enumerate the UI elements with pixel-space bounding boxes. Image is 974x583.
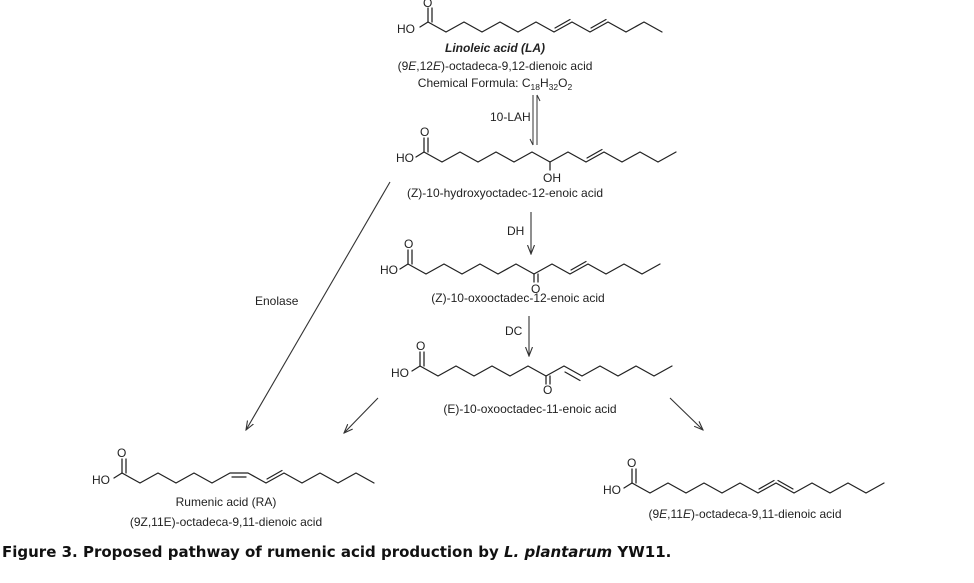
hydroxy-substituent-label: OH <box>543 171 561 185</box>
la-name: Linoleic acid (LA) <box>445 41 545 55</box>
enzyme-label-enolase: Enolase <box>255 294 299 308</box>
la-carbonyl-label: O <box>423 0 432 10</box>
oxo-z-ketone-label: O <box>531 282 540 296</box>
ra-hydroxyl-label: HO <box>92 473 110 487</box>
enzyme-label-dh: DH <box>507 224 524 238</box>
caption-species: L. plantarum <box>503 543 613 561</box>
la-iupac-name: (9E,12E)-octadeca-9,12-dienoic acid <box>398 59 593 73</box>
lah-equilibrium-arrow <box>529 94 541 146</box>
enzyme-label-lah: 10-LAH <box>490 110 531 124</box>
enolase-arrow <box>246 181 391 430</box>
enzyme-label-dc: DC <box>505 324 523 338</box>
ee-hydroxyl-label: HO <box>603 483 621 497</box>
oxo-e-hydroxyl-label: HO <box>391 366 409 380</box>
arrow-to-rumenic-acid <box>344 397 379 433</box>
caption-prefix: Figure 3. Proposed pathway of rumenic ac… <box>2 543 504 561</box>
oxo-e-acid-structure: HO O O <box>391 339 673 397</box>
ee-iupac-name: (9E,11E)-octadeca-9,11-dienoic acid <box>648 507 841 521</box>
hydroxy-hydroxyl-label: HO <box>396 151 414 165</box>
arrow-to-ee-dienoic-acid <box>669 397 703 430</box>
oxo-z-hydroxyl-label: HO <box>380 263 398 277</box>
ee-dienoic-acid-structure: HO O <box>603 456 885 497</box>
la-chemical-formula: Chemical Formula: C18H32O2 <box>418 76 573 92</box>
oxo-z-carbonyl-label: O <box>404 237 413 251</box>
ra-iupac-name: (9Z,11E)-octadeca-9,11-dienoic acid <box>130 515 322 529</box>
ra-name: Rumenic acid (RA) <box>176 495 277 509</box>
oxo-e-acid-name: (E)-10-oxooctadec-11-enoic acid <box>443 402 616 416</box>
hydroxy-carbonyl-label: O <box>420 125 429 139</box>
ra-carbonyl-label: O <box>117 446 126 460</box>
figure-caption: Figure 3. Proposed pathway of rumenic ac… <box>2 543 972 561</box>
la-hydroxyl-label: HO <box>397 22 415 36</box>
oxo-e-carbonyl-label: O <box>416 339 425 353</box>
pathway-diagram: HO O Linoleic acid (LA) (9E,12E)-octadec… <box>92 0 885 529</box>
hydroxy-acid-name: (Z)-10-hydroxyoctadec-12-enoic acid <box>407 186 603 200</box>
ee-carbonyl-label: O <box>627 456 636 470</box>
hydroxy-acid-structure: HO O OH <box>396 125 677 185</box>
oxo-z-acid-structure: HO O O <box>380 237 661 296</box>
caption-suffix: YW11. <box>612 543 672 561</box>
linoleic-acid-structure: HO O <box>397 0 663 36</box>
oxo-e-ketone-label: O <box>543 383 552 397</box>
rumenic-acid-structure: HO O <box>92 446 375 487</box>
oxo-z-acid-name: (Z)-10-oxooctadec-12-enoic acid <box>431 291 604 305</box>
